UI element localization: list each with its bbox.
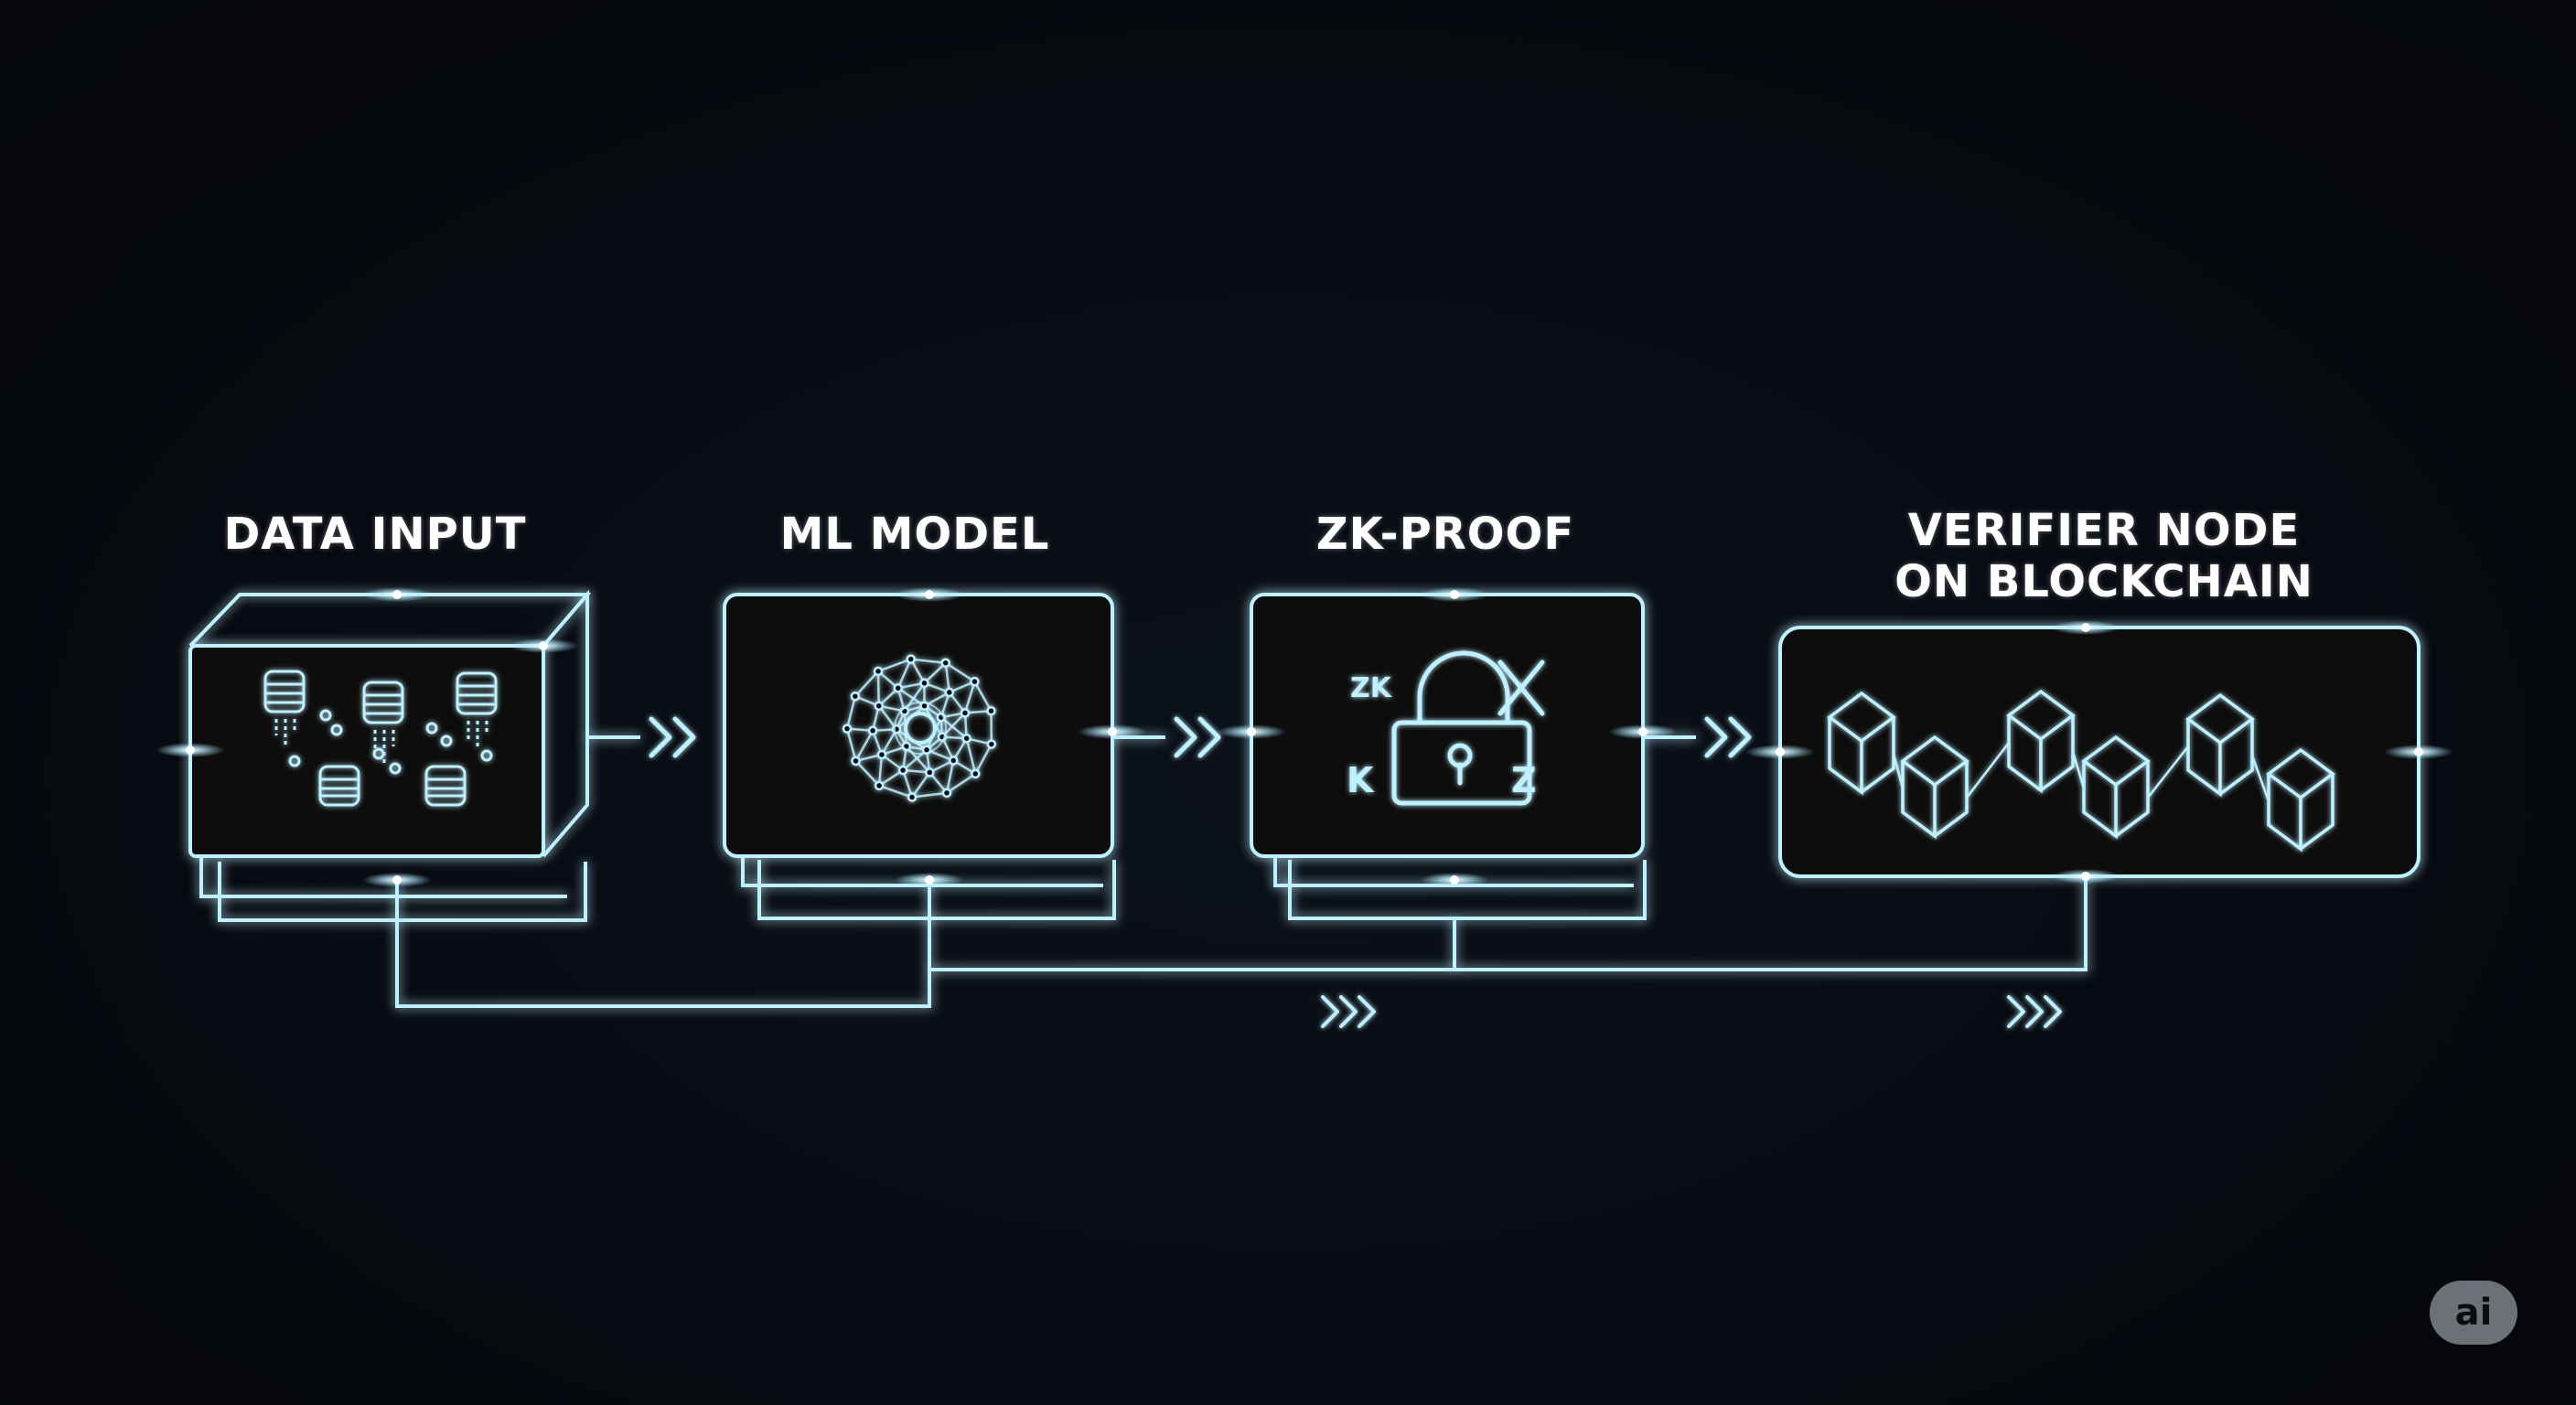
close-icon [1497, 660, 1545, 716]
padlock-icon [1391, 650, 1532, 806]
database-icon [424, 765, 467, 807]
stage-title-ml-model: ML MODEL [779, 509, 1050, 560]
database-icon [318, 765, 360, 807]
database-icon [456, 671, 498, 750]
data-flow-dots [288, 709, 493, 775]
database-icon [263, 670, 306, 746]
stage-title-verifier-node: VERIFIER NODE ON BLOCKCHAIN [1811, 505, 2397, 607]
chevron-arrow-icon [1704, 716, 1752, 758]
stage-title-line-1: VERIFIER NODE [1907, 505, 2301, 556]
stage-title-zk-proof: ZK-PROOF [1315, 509, 1575, 560]
blockchain-cube-icon [2185, 692, 2255, 798]
light-flares [156, 587, 2453, 887]
stage-title-data-input: DATA INPUT [223, 509, 527, 560]
chevron-arrow-icon [1321, 995, 1376, 1028]
stage-title-line-2: ON BLOCKCHAIN [1894, 556, 2313, 607]
zk-glyph-bottom-right: Z [1511, 760, 1537, 800]
blockchain-cube-icon [2006, 689, 2076, 794]
chevron-arrow-icon [1174, 716, 1221, 758]
zk-glyph-top: ZK [1350, 672, 1393, 704]
database-icon [362, 681, 404, 763]
chevron-arrow-icon [649, 716, 696, 758]
ai-badge[interactable]: ai [2430, 1281, 2517, 1345]
feedback-lines [395, 876, 2088, 1008]
blockchain-cube-icon [1827, 691, 1896, 796]
neural-network-icon [842, 654, 997, 802]
chevron-arrow-icon [2007, 995, 2062, 1028]
zk-glyph-bottom-left: K [1347, 760, 1375, 800]
verifier-node-box [1778, 626, 2420, 878]
zk-proof-box [1250, 593, 1696, 920]
